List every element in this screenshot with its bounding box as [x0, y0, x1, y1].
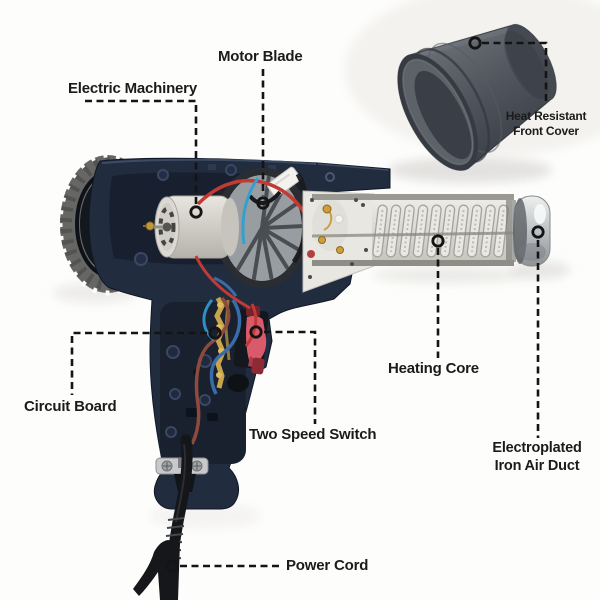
marker-electric-machinery — [189, 205, 203, 219]
marker-heat-resistant-front-cover — [468, 36, 482, 50]
label-two-speed-switch: Two Speed Switch — [249, 426, 377, 443]
marker-heating-core — [431, 234, 445, 248]
label-electroplated-line2: Iron Air Duct — [494, 458, 580, 474]
marker-electroplated-iron-air-duct — [531, 225, 545, 239]
label-power-cord: Power Cord — [286, 557, 369, 574]
label-electroplated-iron-air-duct: Electroplated Iron Air Duct — [477, 439, 597, 475]
motor-blade-fan — [214, 167, 310, 289]
label-heat-resistant-line2: Front Cover — [513, 124, 579, 138]
label-heat-resistant-front-cover: Heat Resistant Front Cover — [494, 109, 598, 139]
marker-motor-blade — [256, 196, 270, 210]
marker-two-speed-switch — [249, 325, 263, 339]
label-heat-resistant-line1: Heat Resistant — [505, 109, 587, 123]
white-connector — [267, 166, 301, 198]
leader-circuit-board — [70, 331, 207, 395]
marker-circuit-board — [208, 326, 222, 340]
label-motor-blade: Motor Blade — [218, 48, 303, 65]
core-terminals — [307, 198, 368, 279]
leader-two-speed-switch — [264, 330, 317, 424]
leader-heat-resistant-front-cover — [482, 41, 548, 104]
power-cord — [133, 434, 193, 600]
cord-clamp — [133, 540, 180, 600]
electric-machinery-motor — [143, 166, 301, 259]
heating-core — [302, 190, 516, 293]
heat-resistant-front-cover — [397, 24, 557, 171]
callout-markers — [165, 36, 545, 573]
label-electric-machinery: Electric Machinery — [68, 80, 197, 97]
leader-electric-machinery — [85, 99, 198, 204]
leader-lines — [70, 41, 548, 568]
label-heating-core: Heating Core — [388, 360, 479, 377]
label-circuit-board: Circuit Board — [24, 398, 117, 415]
label-electroplated-line1: Electroplated — [492, 440, 582, 456]
marker-power-cord — [165, 559, 179, 573]
